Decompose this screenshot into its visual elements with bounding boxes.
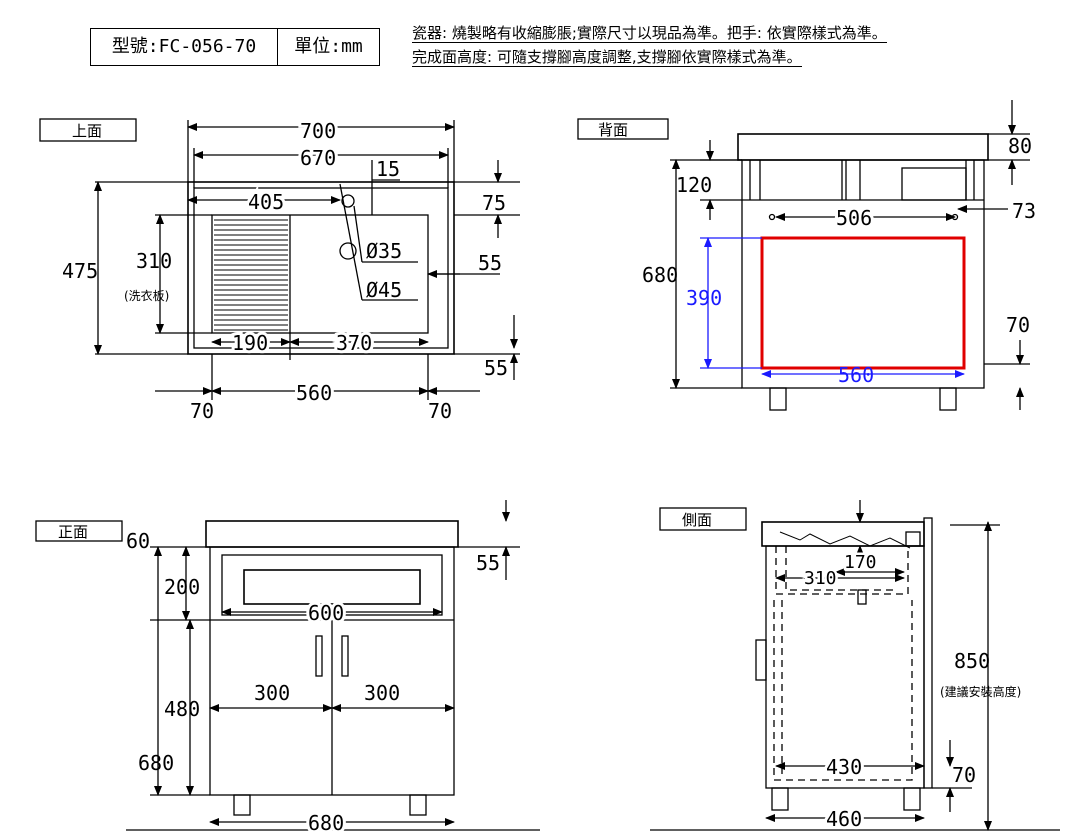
back-view-text: 背面 80 120 506 73 680 390 70 560 (598, 121, 1036, 387)
dim-506: 506 (836, 206, 872, 230)
leader-phi45 (339, 183, 363, 301)
top-view-text: 上面 700 670 15 405 75 475 310 (洗衣板) Ø35 Ø… (62, 116, 508, 423)
dim-460: 460 (826, 807, 862, 831)
dim-200: 200 (164, 575, 200, 599)
dim-phi35: Ø35 (366, 239, 402, 263)
dim-73: 73 (1012, 199, 1036, 223)
side-cabinet (765, 545, 925, 789)
side-view-label: 側面 (682, 511, 712, 529)
side-handle (755, 639, 767, 681)
unit-label: 單位:mm (294, 36, 363, 57)
back-view-label: 背面 (598, 121, 628, 139)
door-handle-left (315, 635, 323, 677)
install-height-note: (建議安裝高度) (940, 684, 1021, 699)
front-leg-right (409, 794, 427, 816)
dim-55-top: 55 (478, 251, 502, 275)
dim-430: 430 (826, 755, 862, 779)
dim-680-width: 680 (308, 811, 344, 835)
dim-60: 60 (126, 529, 150, 553)
note-line-2: 完成面高度: 可隨支撐腳高度調整,支撐腳依實際樣式為準。 (412, 48, 802, 67)
front-view (35, 500, 540, 831)
dim-560: 560 (296, 381, 332, 405)
dim-680-front: 680 (138, 751, 174, 775)
model-box: 型號:FC-056-70 單位:mm (90, 28, 380, 66)
dim-475: 475 (62, 259, 98, 283)
dim-310-side: 310 (804, 568, 837, 589)
washboard-note: (洗衣板) (124, 288, 169, 303)
dim-120: 120 (676, 173, 712, 197)
dim-phi45: Ø45 (366, 278, 402, 302)
front-view-label: 正面 (58, 523, 88, 541)
top-view (39, 118, 520, 400)
back-opening-highlight (760, 236, 966, 370)
front-leg-left (233, 794, 251, 816)
dim-55-front: 55 (476, 551, 500, 575)
back-top-slab (737, 133, 989, 161)
model-number: 型號:FC-056-70 (91, 29, 278, 65)
top-sink-inner (193, 187, 449, 349)
side-basin-hidden-lines (773, 546, 913, 781)
washboard-ribs (214, 219, 288, 331)
dim-170: 170 (844, 552, 877, 573)
back-cabinet (741, 159, 985, 389)
side-view-label-box (659, 507, 747, 531)
dim-70-back: 70 (1006, 313, 1030, 337)
note-line-1: 瓷器: 燒製略有收縮膨脹;實際尺寸以現品為準。把手: 依實際樣式為準。 (412, 24, 887, 43)
dim-80: 80 (1008, 134, 1032, 158)
side-view (650, 500, 1060, 831)
dim-70-side: 70 (952, 763, 976, 787)
drain-hole (339, 242, 357, 260)
dim-300-left: 300 (254, 681, 290, 705)
dim-75: 75 (482, 191, 506, 215)
front-view-text: 正面 60 55 200 600 300 300 480 680 680 (58, 523, 500, 838)
back-leg-right (939, 387, 957, 411)
dim-850: 850 (954, 649, 990, 673)
top-view-label-box (39, 118, 137, 142)
dim-700: 700 (300, 119, 336, 143)
dim-680-back: 680 (642, 263, 678, 287)
back-view-label-box (577, 118, 669, 140)
dim-70-right: 70 (428, 399, 452, 423)
dim-405: 405 (248, 190, 284, 214)
dim-390: 390 (686, 286, 722, 310)
dim-15: 15 (376, 157, 400, 181)
front-drawer-slot (243, 569, 421, 605)
front-view-label-box (35, 520, 123, 542)
dim-55-bottom: 55 (484, 356, 508, 380)
top-view-label: 上面 (72, 122, 102, 140)
dim-560-back: 560 (838, 363, 874, 387)
faucet-hole (341, 194, 355, 208)
door-handle-right (341, 635, 349, 677)
top-sink-outline (187, 181, 455, 355)
side-leg-right (903, 787, 921, 811)
dim-600: 600 (308, 601, 344, 625)
dim-300-right: 300 (364, 681, 400, 705)
back-leg-left (769, 387, 787, 411)
dim-310: 310 (136, 249, 172, 273)
side-leg-left (771, 787, 789, 811)
front-top-slab (205, 520, 459, 548)
side-view-text: 側面 170 310 850 (建議安裝高度) 430 70 460 (682, 511, 1021, 834)
dim-70-left: 70 (190, 399, 214, 423)
dim-370: 370 (336, 331, 372, 355)
side-back-panel (923, 517, 933, 789)
dim-480: 480 (164, 697, 200, 721)
dim-190: 190 (232, 331, 268, 355)
leader-phi35 (353, 205, 363, 263)
dim-670: 670 (300, 146, 336, 170)
back-view (577, 100, 1030, 411)
